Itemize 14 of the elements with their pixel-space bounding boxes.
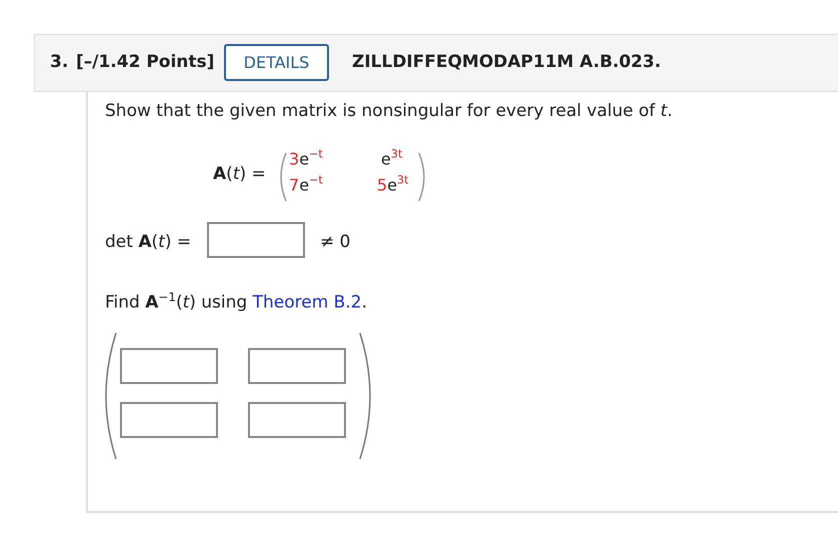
determinant-label: det A(t) = [105, 232, 192, 252]
matrix-entry: 7e$^{−t}$ [289, 174, 323, 194]
matrix-entry: 3e$^{−t}$ [289, 148, 323, 168]
instruction-text: Show that the given matrix is nonsingular for every real value of t. [105, 101, 672, 121]
not-equal-zero: ≠ 0 [320, 232, 350, 252]
points-label: [–/1.42 Points] [76, 52, 214, 72]
theorem-link: Theorem B.2 [252, 292, 362, 313]
details-button: DETAILS [224, 44, 329, 81]
question-number: 3. [50, 52, 68, 72]
instruction-text: Find A$^{−1}$(t) using Theorem B.2. [105, 290, 367, 313]
matrix-name: A(t) = [213, 164, 266, 184]
problem-code: ZILLDIFFEQMODAP11M A.B.023. [352, 52, 661, 72]
matrix-entry: e$^{3t}$ [381, 148, 402, 168]
matrix-entry: 5e$^{3t}$ [377, 174, 409, 194]
